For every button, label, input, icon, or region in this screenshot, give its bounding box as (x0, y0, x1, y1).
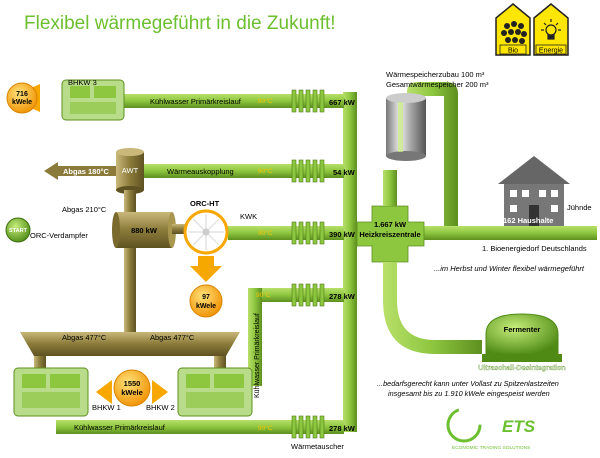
ultraschall-label: Ultraschall-Desintegration (478, 365, 565, 372)
page-title: Flexibel wärmegeführt in die Zukunft! (24, 13, 336, 34)
orc-output-line2: kWele (196, 303, 216, 310)
bio-label: Bio (508, 48, 518, 55)
orc-verdampfer-unit (112, 212, 176, 248)
bhkw3-output-line2: kWele (12, 99, 32, 106)
verdampfer-orc-link (172, 224, 192, 234)
kwk-label: KWK (240, 212, 257, 221)
ets-logo: ETS ECONOMIC TRADING SOLUTIONS (446, 407, 536, 451)
fermenter-label: Fermenter (504, 325, 541, 334)
bio-logo: Bio (495, 3, 531, 56)
bhkw2-label: BHKW 2 (146, 403, 175, 412)
bhkw2-engine-icon (177, 367, 253, 417)
bhkw3-engine-icon (61, 79, 125, 121)
waermeauskopplung-label: Wärmeauskopplung (167, 167, 234, 176)
orc-verdampfer-label: ORC-Verdampfer (30, 231, 88, 240)
orc-output-line1: 97 (202, 294, 210, 301)
kuehlwasser-top-label: Kühlwasser Primärkreislauf (150, 97, 242, 106)
fermenter-return-pipe (383, 262, 482, 354)
speicher-line1: Wärmespeicherzubau 100 m³ (386, 70, 485, 79)
awt-unit (116, 148, 144, 194)
start-label: START (9, 228, 28, 234)
temp-90-mid: 90°C (258, 167, 273, 175)
storage-tank-icon (386, 93, 426, 161)
abgas-riser-pipe (124, 248, 136, 332)
heat-exchanger-mid (291, 159, 325, 183)
energie-logo: Energie (533, 3, 569, 56)
bedarf-line1: ...bedarfsgerecht kann unter Vollast zu … (377, 379, 559, 388)
abgas210-pipe (124, 190, 136, 212)
abgas477-left-label: Abgas 477°C (62, 333, 107, 342)
bedarf-line2: insgesamt bis zu 1.910 kWele eingespeist… (388, 389, 550, 398)
bhkw1-engine-icon (13, 367, 89, 417)
arrow-left-icon-2 (152, 380, 168, 404)
heat-exchanger-orc (291, 221, 325, 245)
hx-orc-kw: 390 kW (329, 230, 356, 239)
heat-exchanger-lower (291, 283, 325, 307)
kuehlwasser-bottom-label: Kühlwasser Primärkreislauf (74, 423, 166, 432)
orc-ht-label: ORC-HT (190, 199, 220, 208)
speicher-line2: Gesamtwärmespeicher 200 m³ (386, 80, 489, 89)
lightbulb-icon (541, 19, 561, 40)
abgas210-label: Abgas 210°C (62, 205, 107, 214)
ets-subtitle: ECONOMIC TRADING SOLUTIONS (452, 445, 530, 451)
abgas477-right-label: Abgas 477°C (150, 333, 195, 342)
bioenergiedorf-label: 1. Bioenergiedorf Deutschlands (482, 244, 587, 253)
awt-label: AWT (122, 166, 139, 175)
heizkreiszentrale-node (356, 205, 425, 263)
pipe-kuehlwasser-vertical (248, 288, 262, 386)
hx-top-kw: 667 kW (329, 98, 356, 107)
orc-turbine-icon (183, 209, 229, 255)
ets-logo-text: ETS (502, 417, 536, 436)
hx-bottom-kw: 278 kW (329, 424, 356, 433)
pipe-kuehlwasser-bottom (56, 420, 344, 434)
bhkw12-output-line2: kWele (121, 388, 143, 397)
bhkw3-output-line1: 716 (16, 91, 28, 98)
fermenter-icon (482, 313, 562, 362)
temp-90-top: 90°C (258, 97, 273, 105)
collector-pipe (343, 92, 357, 432)
bhkw1-label: BHKW 1 (92, 403, 121, 412)
tank-connector-pipe (383, 170, 397, 206)
abgas180-arrow (44, 162, 116, 180)
heat-exchanger-bottom (291, 415, 325, 439)
temp-90-bottom: 90°C (258, 424, 273, 432)
bhkw12-output-badge (113, 369, 151, 407)
temp-90-orc: 90°C (258, 229, 273, 237)
haushalte-label: 162 Haushalte (503, 216, 553, 225)
grain-icon (501, 21, 527, 44)
start-button[interactable] (5, 217, 31, 243)
hx-lower-kw: 278 kW (329, 292, 356, 301)
orc-down-arrow (190, 256, 222, 282)
heizzentrale-kw: 1.667 kW (374, 220, 407, 229)
juehnde-label: Jühnde (567, 203, 592, 212)
heat-exchanger-top (291, 89, 325, 113)
heizzentrale-label: Heizkreiszentrale (359, 230, 420, 239)
bhkw12-output-line1: 1550 (124, 379, 141, 388)
herbst-text: ...im Herbst und Winter flexibel wärmege… (434, 264, 585, 273)
bhkw3-label: BHKW 3 (68, 78, 97, 87)
abgas180-label: Abgas 180°C (63, 167, 110, 176)
temp-90-lower: 90°C (256, 291, 271, 299)
hx-mid-kw: 54 kW (333, 168, 356, 177)
pipe-kuehlwasser-top (124, 94, 344, 108)
house-icon (498, 156, 570, 226)
orc-output-badge (189, 284, 223, 318)
abgas477-header (20, 332, 240, 356)
pipe-kwk (228, 226, 344, 240)
arrow-right-icon (96, 380, 112, 404)
bhkw3-output-badge (6, 82, 38, 114)
waermetauscher-label: Wärmetauscher (291, 442, 344, 451)
kuehlwasser-vertical-label: Kühlwasser Primärkreislauf (254, 313, 261, 398)
orc-verdampfer-kw: 880 kW (131, 226, 158, 235)
energie-label: Energie (539, 48, 563, 55)
